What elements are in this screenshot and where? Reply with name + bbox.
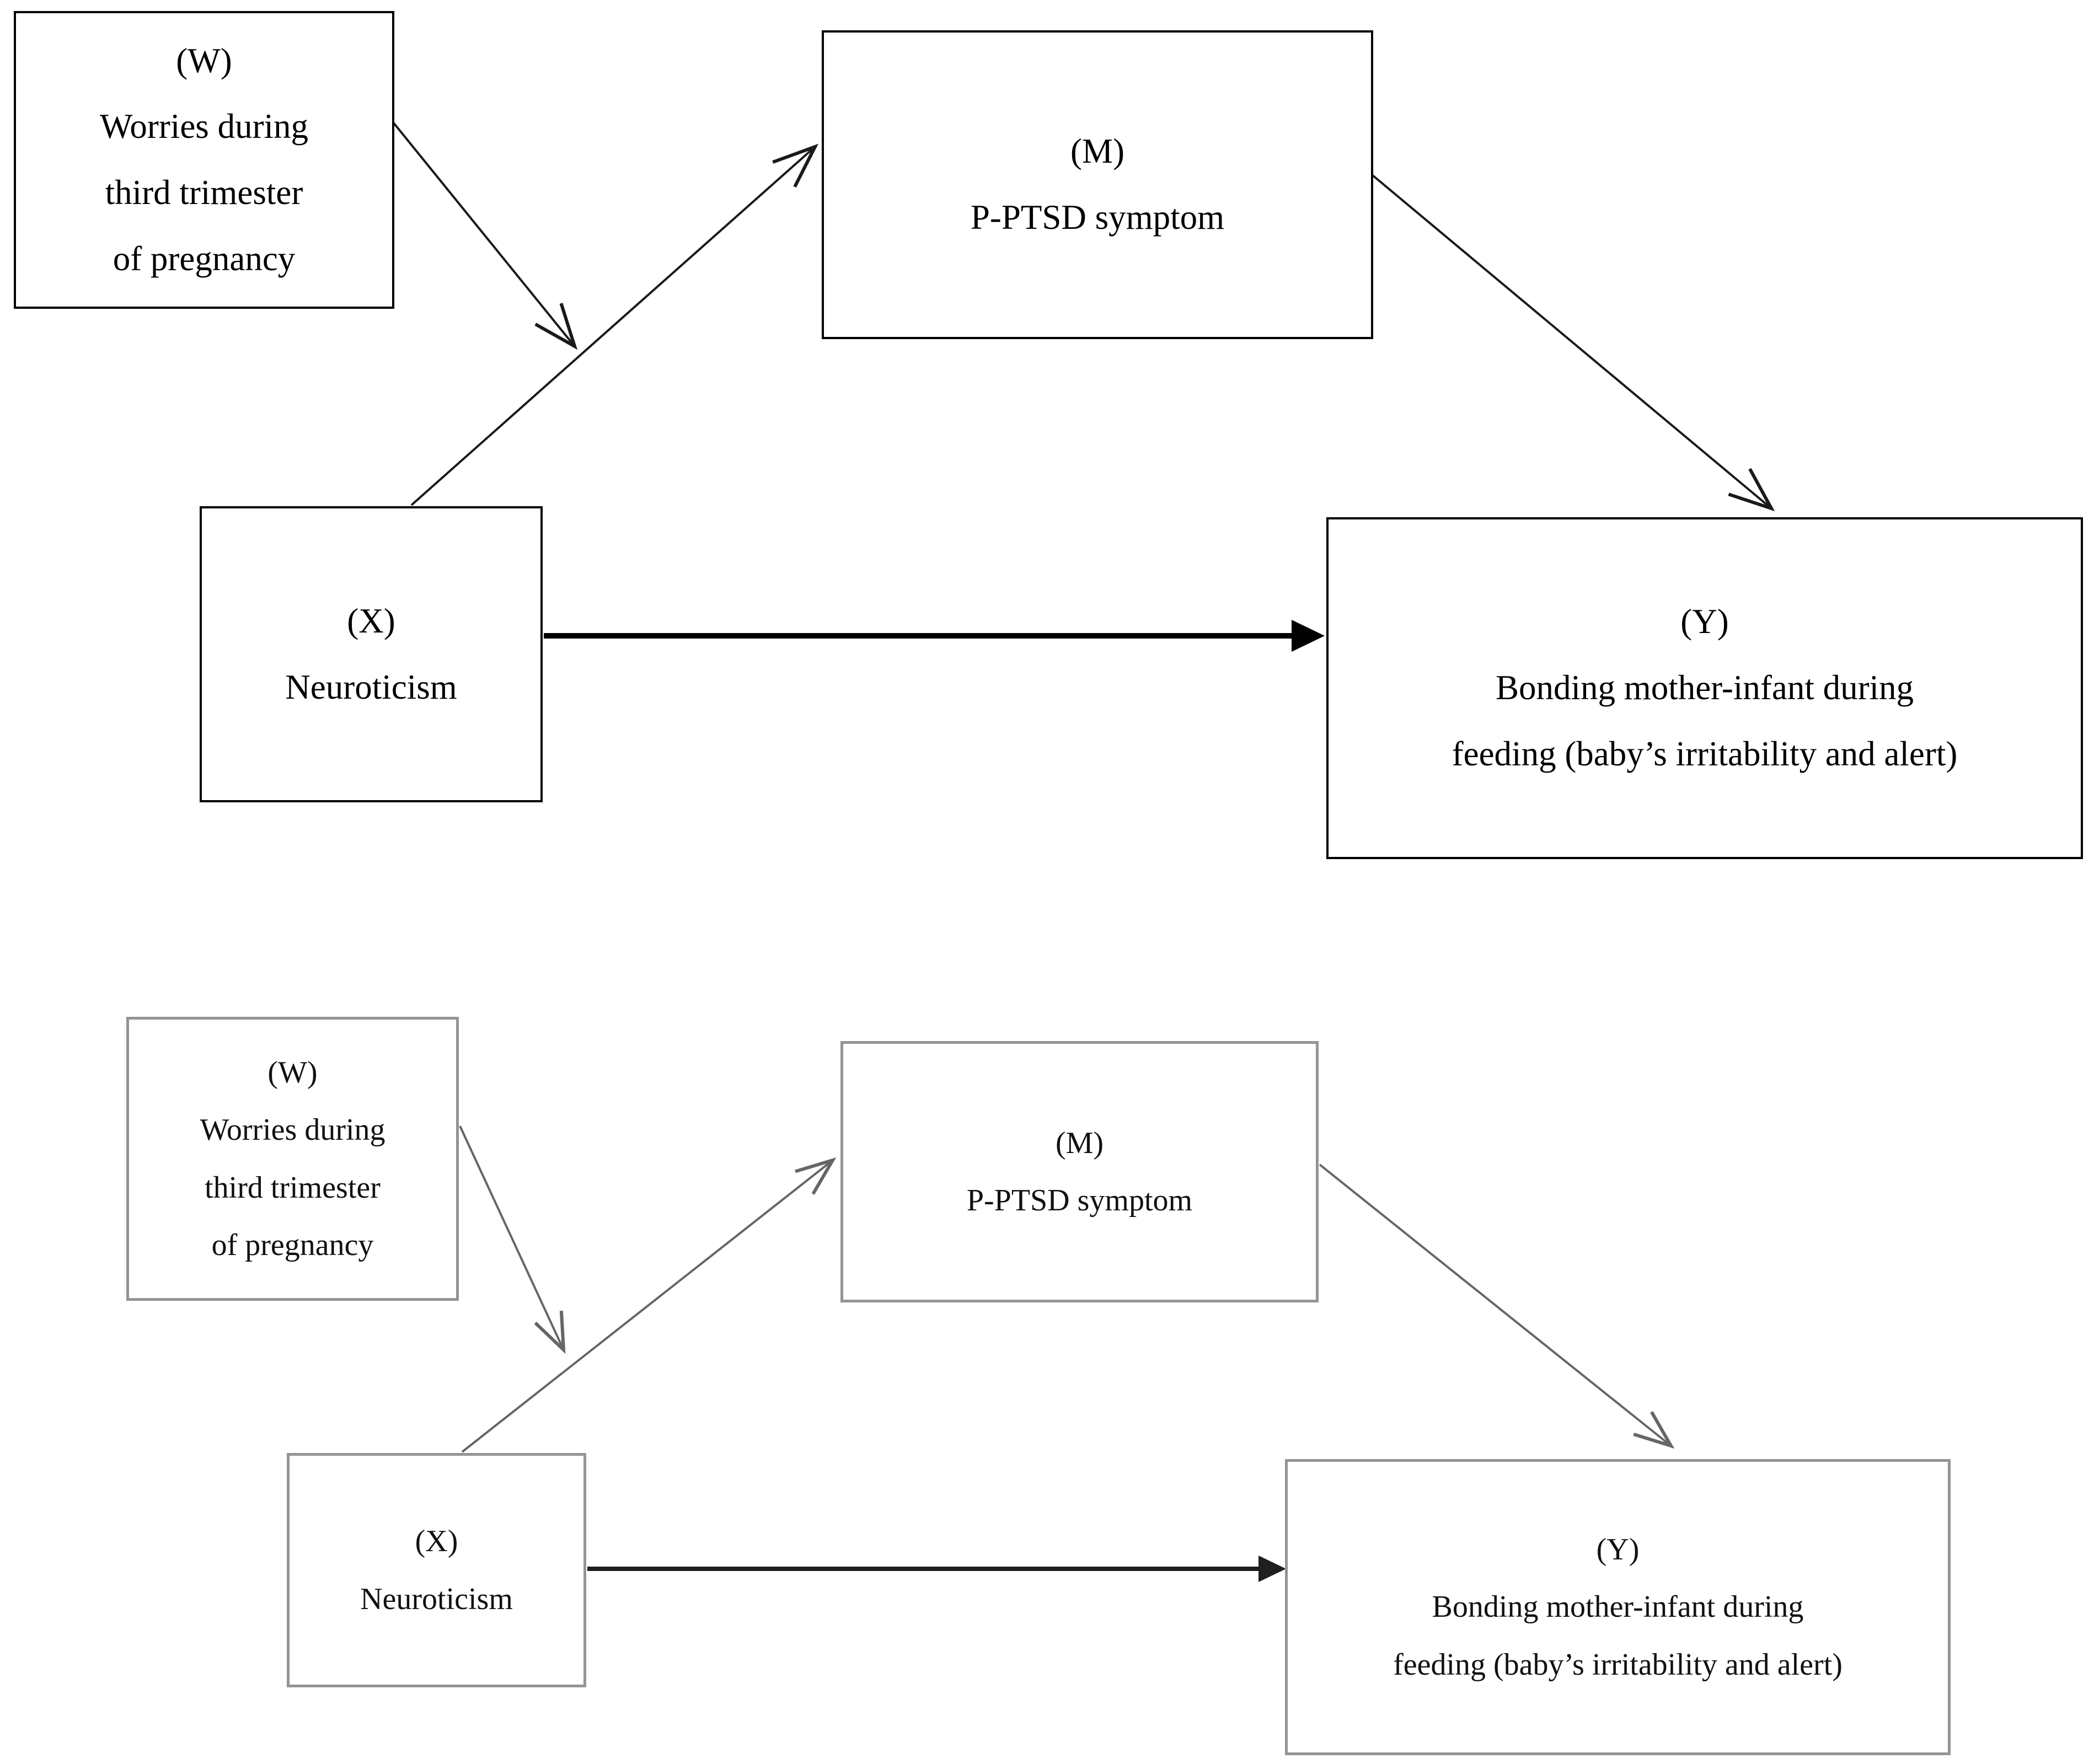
arrow-bottom-m-to-y: [1319, 1164, 1675, 1449]
variable-label: (M): [1070, 132, 1124, 171]
box-top-m-mediator: (M) P-PTSD symptom: [822, 30, 1373, 339]
variable-text: P-PTSD symptom: [966, 1183, 1193, 1218]
variable-text: P-PTSD symptom: [970, 198, 1225, 237]
variable-text: of pregnancy: [211, 1227, 374, 1262]
variable-text: Worries during: [200, 1113, 385, 1148]
variable-text: Bonding mother-infant during: [1495, 668, 1914, 707]
variable-text: feeding (baby’s irritability and alert): [1393, 1647, 1843, 1682]
variable-label: (M): [1055, 1125, 1104, 1160]
arrowhead-bottom-x-to-y-bold: [1258, 1556, 1286, 1582]
variable-text: Neuroticism: [360, 1581, 513, 1616]
arrowhead-top-x-to-y-bold: [1292, 620, 1325, 652]
variable-text: of pregnancy: [113, 239, 296, 278]
box-bottom-m-mediator: (M) P-PTSD symptom: [840, 1041, 1319, 1302]
variable-label: (W): [176, 41, 232, 80]
box-top-w-moderator: (W) Worries during third trimester of pr…: [14, 11, 394, 309]
variable-text: third trimester: [105, 173, 303, 212]
arrow-top-x-to-m: [410, 143, 819, 506]
box-bottom-x-predictor: (X) Neuroticism: [287, 1453, 586, 1687]
variable-label: (X): [347, 601, 395, 640]
variable-label: (Y): [1596, 1532, 1640, 1567]
arrow-bottom-w-to-path: [459, 1125, 566, 1354]
variable-text: Worries during: [99, 107, 309, 146]
box-top-y-outcome: (Y) Bonding mother-infant during feeding…: [1326, 517, 2083, 859]
box-bottom-y-outcome: (Y) Bonding mother-infant during feeding…: [1285, 1459, 1951, 1755]
variable-text: Bonding mother-infant during: [1432, 1590, 1804, 1624]
variable-label: (W): [267, 1055, 318, 1090]
arrow-bottom-x-to-m: [461, 1157, 837, 1453]
box-top-x-predictor: (X) Neuroticism: [200, 506, 543, 802]
variable-label: (Y): [1680, 602, 1729, 641]
variable-text: Neuroticism: [285, 667, 457, 706]
variable-text: feeding (baby’s irritability and alert): [1452, 734, 1958, 773]
variable-label: (X): [415, 1524, 458, 1559]
variable-text: third trimester: [205, 1170, 381, 1205]
arrow-top-w-to-path: [392, 121, 578, 350]
box-bottom-w-moderator: (W) Worries during third trimester of pr…: [126, 1017, 459, 1301]
arrow-top-m-to-y: [1372, 174, 1775, 512]
